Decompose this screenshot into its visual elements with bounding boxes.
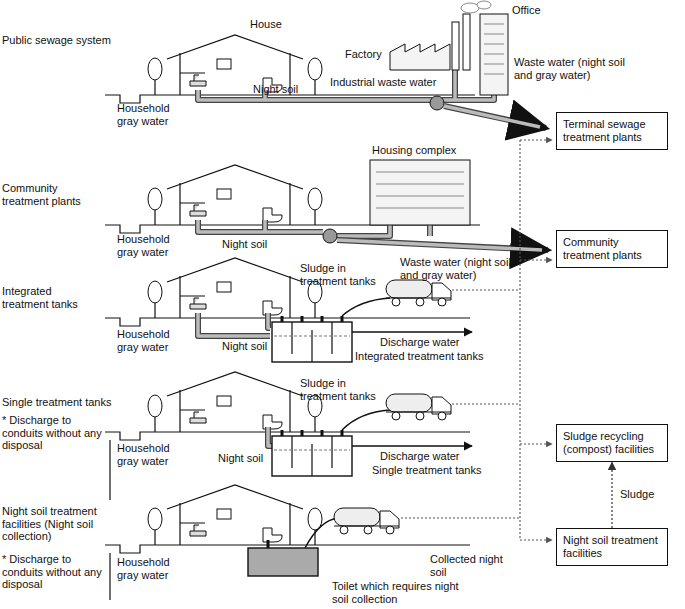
night-soil-collection-row (109, 553, 110, 600)
label: Household gray water (117, 556, 179, 581)
label: Community treatment plants (2, 182, 102, 207)
public-sewage-row (390, 44, 450, 70)
box-text: Terminal sewage treatment plants (563, 118, 661, 144)
facility-box: Sludge recycling (compost) facilities (556, 424, 668, 462)
single-tank-row (342, 410, 390, 430)
label: Household gray water (117, 328, 179, 353)
public-sewage-row (463, 14, 470, 70)
label: Office (512, 4, 541, 17)
sludge-route (520, 539, 552, 540)
sludge-route (520, 443, 552, 444)
box-text: Night soil treatment facilities (563, 534, 661, 560)
label: Night soil (222, 340, 267, 353)
label: * Discharge to conduits without any disp… (2, 553, 102, 591)
label: Waste water (night soil and gray water) (400, 256, 515, 281)
flow-arrow (611, 462, 612, 528)
single-tank-row (109, 440, 110, 500)
night-soil-collection-row (105, 485, 325, 553)
facility-box: Community treatment plants (556, 230, 668, 268)
single-tank-row (272, 430, 352, 476)
night-soil-collection-row (305, 518, 338, 548)
night-soil-collection-row (334, 508, 399, 534)
community-row (323, 229, 337, 243)
label: Sludge in treatment tanks (300, 262, 382, 287)
public-sewage-row (444, 106, 540, 127)
single-tank-row (325, 431, 470, 432)
integrated-tank-row (272, 316, 352, 362)
night-soil-collection-row (267, 540, 270, 548)
integrated-tank-row (198, 313, 270, 336)
public-sewage-row (105, 1, 546, 128)
label: Discharge water (380, 450, 459, 463)
public-sewage-row (105, 35, 325, 103)
label: Household gray water (117, 233, 179, 258)
label: Collected night soil (430, 553, 505, 578)
night-soil-collection-row (248, 548, 318, 576)
night-soil-collection-row (401, 517, 520, 518)
edge-label: Sludge (618, 488, 656, 501)
integrated-tank-row (342, 298, 390, 316)
label: Single treatment tanks (2, 396, 112, 409)
public-sewage-row (477, 1, 491, 9)
sludge-route (520, 259, 552, 260)
label: Night soil (253, 83, 298, 96)
label: Toilet which requires night soil collect… (332, 580, 462, 605)
public-sewage-row (198, 70, 494, 100)
public-sewage-row (452, 22, 459, 70)
integrated-tank-row (386, 280, 451, 306)
label: Housing complex (372, 144, 456, 157)
label: * Discharge to conduits without any disp… (2, 414, 102, 452)
facility-box: Terminal sewage treatment plants (556, 112, 668, 150)
single-tank-row (105, 372, 325, 440)
public-sewage-row (480, 14, 508, 95)
label: Night soil treatment facilities (Night s… (2, 505, 122, 543)
label: Integrated treatment tanks (355, 350, 483, 363)
integrated-tank-row (452, 289, 520, 290)
public-sewage-row (444, 106, 546, 128)
label: Sludge in treatment tanks (300, 377, 382, 402)
public-sewage-row (461, 3, 479, 13)
single-tank-row (452, 403, 520, 404)
public-sewage-row (198, 70, 494, 100)
label: House (250, 18, 282, 31)
integrated-tank-row (352, 331, 472, 332)
single-tank-row (386, 394, 451, 420)
public-sewage-row (430, 96, 444, 110)
community-row (105, 160, 548, 250)
box-text: Community treatment plants (563, 236, 661, 262)
community-row (105, 165, 325, 233)
community-row (370, 160, 470, 225)
box-text: Sludge recycling (compost) facilities (563, 430, 661, 456)
label: Factory (345, 48, 382, 61)
label: Discharge water (380, 336, 459, 349)
community-row (337, 240, 548, 250)
label: Public sewage system (2, 34, 142, 47)
label: Night soil (218, 452, 263, 465)
label: Integrated treatment tanks (2, 285, 84, 310)
integrated-tank-row (198, 313, 270, 336)
sludge-route (520, 140, 552, 540)
label: Industrial waste water (330, 76, 450, 89)
integrated-tank-row (105, 258, 325, 326)
label: Night soil (222, 238, 267, 251)
community-row (376, 172, 464, 208)
public-sewage-row (484, 24, 504, 74)
integrated-tank-row (325, 317, 470, 318)
label: Single treatment tanks (372, 464, 481, 477)
night-soil-collection-row (325, 544, 470, 545)
community-row (337, 240, 542, 250)
sludge-route (519, 140, 520, 540)
label: Household gray water (117, 102, 179, 127)
facility-box: Night soil treatment facilities (556, 528, 668, 566)
single-tank-row (105, 372, 520, 500)
label: Household gray water (117, 442, 179, 467)
label: Waste water (night soil and gray water) (514, 56, 639, 81)
sludge-route (520, 139, 552, 140)
single-tank-row (352, 445, 472, 446)
